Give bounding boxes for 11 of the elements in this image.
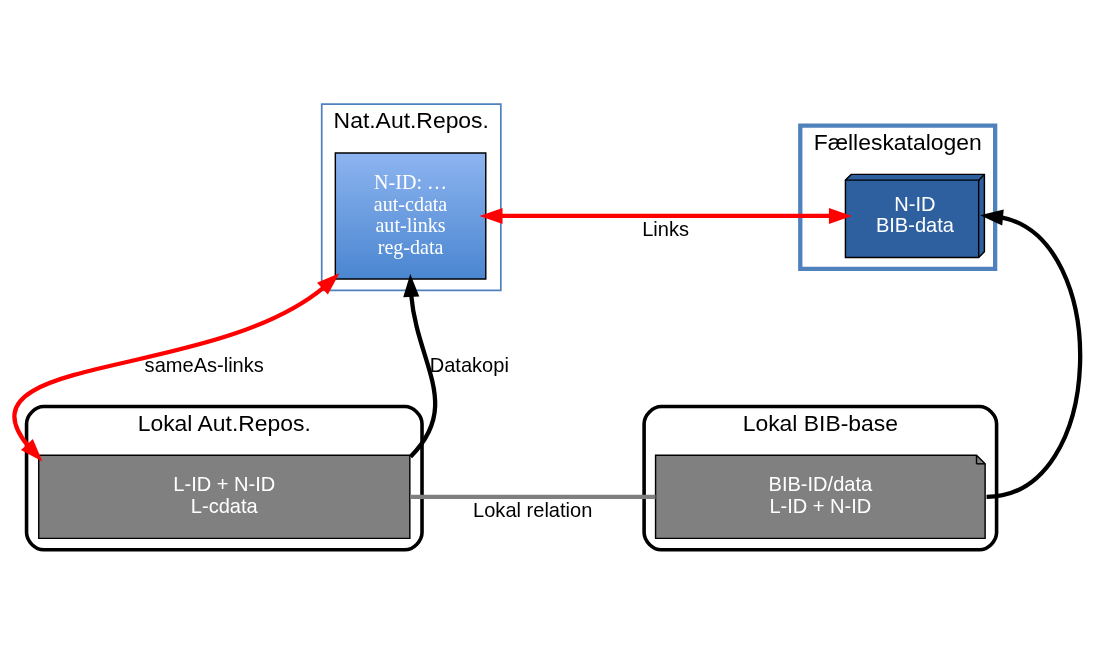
- node-box: N-ID: … aut-cdata aut-links reg-data: [334, 151, 487, 280]
- arrow: [479, 207, 852, 224]
- edge-label: Links: [642, 217, 690, 240]
- edge-label: sameAs-links: [144, 353, 264, 376]
- arrow: [403, 273, 438, 458]
- connector: [410, 494, 656, 499]
- arrow: [13, 272, 340, 461]
- edge-label: Lokal relation: [473, 498, 593, 521]
- arrow: [980, 209, 1083, 499]
- node-box: L-ID + N-ID L-cdata: [38, 454, 411, 539]
- edge-label: Datakopi: [429, 353, 509, 376]
